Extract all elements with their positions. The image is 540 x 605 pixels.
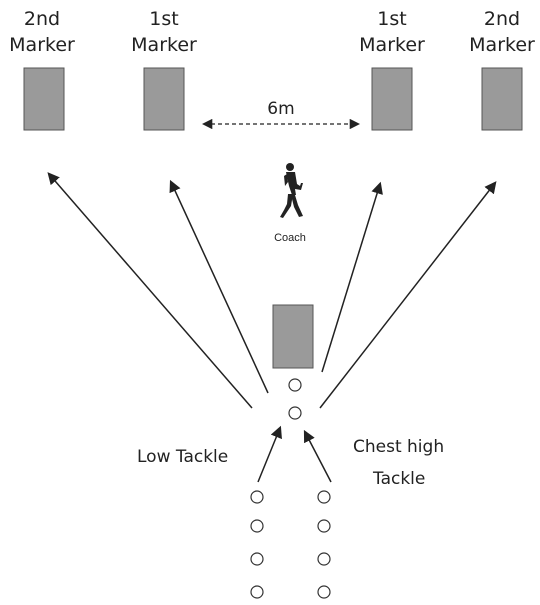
approach-arrow-low xyxy=(257,425,282,483)
marker-label-right-1st: 1st Marker xyxy=(359,8,425,56)
player-circle-icon xyxy=(317,585,331,599)
player-circle-icon xyxy=(250,585,264,599)
marker-pad-icon xyxy=(143,67,185,131)
marker-label-line2: Marker xyxy=(359,34,425,56)
chest-tackle-label-line2: Tackle xyxy=(372,469,425,489)
marker-label-left-2nd: 2nd Marker xyxy=(9,8,75,56)
approach-arrow-chest xyxy=(303,429,332,483)
player-circle-icon xyxy=(288,406,302,420)
tackle-pad-icon xyxy=(272,304,314,369)
marker-label-line1: 2nd xyxy=(484,8,520,30)
route-arrow-right-1st xyxy=(321,181,383,373)
player-circle-icon xyxy=(317,552,331,566)
player-circle-icon xyxy=(317,519,331,533)
player-circle-icon xyxy=(288,378,302,392)
chest-tackle-label-line1: Chest high xyxy=(353,437,444,457)
coach-label: Coach xyxy=(274,232,306,244)
marker-label-left-1st: 1st Marker xyxy=(131,8,197,56)
marker-label-line2: Marker xyxy=(131,34,197,56)
player-circle-icon xyxy=(250,519,264,533)
marker-pad-icon xyxy=(23,67,65,131)
player-circle-icon xyxy=(250,552,264,566)
marker-pad-icon xyxy=(481,67,523,131)
coach-figure-icon xyxy=(280,163,303,218)
route-arrow-left-1st xyxy=(169,179,269,394)
low-tackle-label: Low Tackle xyxy=(137,447,228,467)
route-arrow-left-2nd xyxy=(47,172,253,409)
marker-label-line2: Marker xyxy=(9,34,75,56)
marker-pad-icon xyxy=(371,67,413,131)
player-circle-icon xyxy=(250,490,264,504)
distance-label: 6m xyxy=(267,99,294,119)
marker-label-line1: 1st xyxy=(149,8,178,30)
marker-label-line1: 2nd xyxy=(24,8,60,30)
player-circle-icon xyxy=(317,490,331,504)
marker-label-line1: 1st xyxy=(377,8,406,30)
marker-label-line2: Marker xyxy=(469,34,535,56)
route-arrow-right-2nd xyxy=(319,181,497,409)
marker-label-right-2nd: 2nd Marker xyxy=(469,8,535,56)
